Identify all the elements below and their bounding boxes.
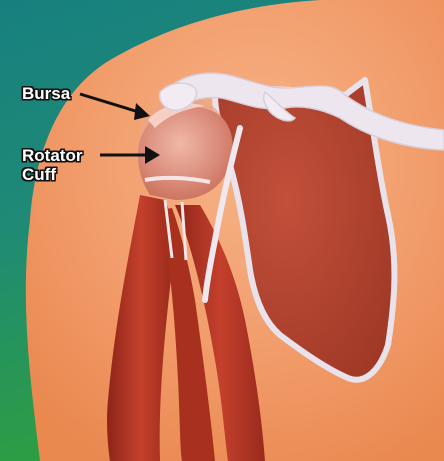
label-bursa: Bursa xyxy=(22,84,70,103)
label-rotator-line2: Cuff xyxy=(22,165,82,184)
label-rotator-cuff: Rotator Cuff xyxy=(22,146,82,184)
label-rotator-line1: Rotator xyxy=(22,146,82,165)
label-bursa-text: Bursa xyxy=(22,84,70,103)
